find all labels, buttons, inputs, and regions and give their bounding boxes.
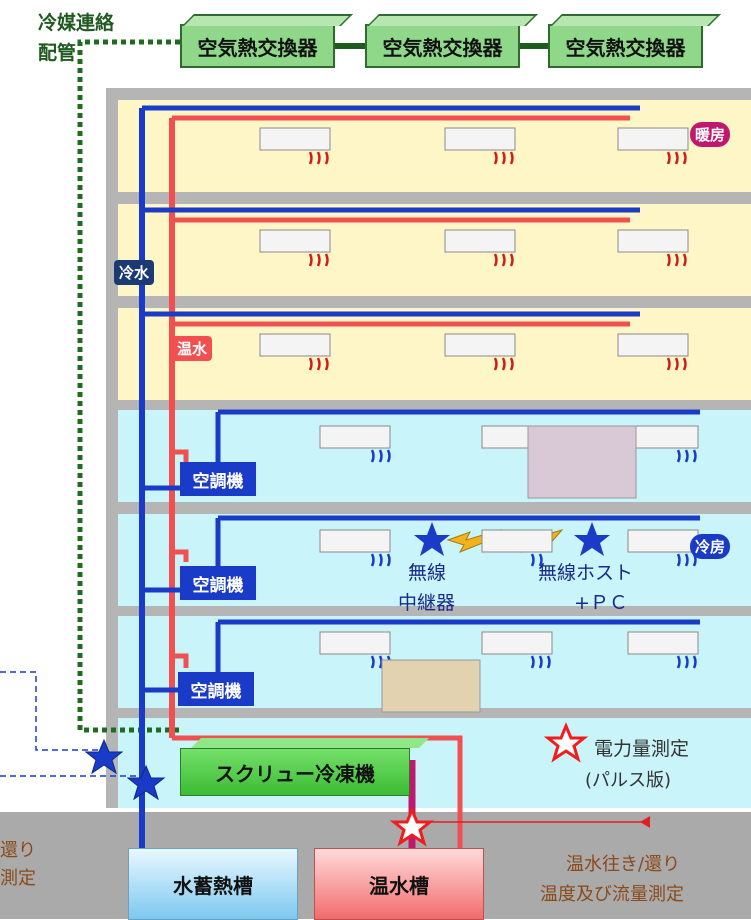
power-star-legend (543, 722, 589, 763)
measure-line-1 (0, 671, 104, 751)
heat-waves (308, 151, 687, 371)
hot-water-tag: 温水 (172, 336, 213, 361)
cooling-branches (142, 409, 700, 693)
screw-chiller: スクリュー冷凍機 (180, 748, 410, 796)
power-legend-line1: 電力量測定 (594, 738, 690, 760)
meeting-room-photo (527, 425, 637, 499)
repeater-label-line1: 無線 (408, 562, 447, 584)
heat-exchanger-3: 空気熱交換器 (548, 24, 703, 68)
indoor-units (259, 127, 699, 655)
cooling-tag: 冷房 (690, 534, 731, 559)
air-handler-2: 空調機 (180, 566, 256, 600)
host-label-line1: 無線ホスト (538, 562, 634, 584)
hot-water-tank: 温水槽 (314, 848, 484, 920)
repeater-label-line2: 中継器 (398, 592, 456, 614)
cold-water-tag: 冷水 (114, 260, 155, 285)
chiller-top (191, 738, 429, 748)
refrigerant-pipe (77, 39, 180, 733)
conference-photo (381, 659, 481, 713)
right-note-line2: 温度及び流量測定 (540, 884, 684, 905)
heating-branches (142, 105, 640, 327)
host-star (574, 522, 610, 556)
right-note-line1: 温水往き/還り (566, 854, 681, 875)
heat-exchanger-1: 空気熱交換器 (180, 24, 335, 68)
air-handler-1: 空調機 (180, 462, 256, 496)
power-legend-line2: (パルス版) (585, 770, 672, 791)
repeater-star (414, 522, 450, 556)
water-storage-tank: 水蓄熱槽 (128, 848, 298, 920)
left-note-line2: 測定 (0, 868, 36, 889)
heating-tag: 暖房 (690, 122, 731, 147)
air-handler-3: 空調機 (178, 672, 254, 706)
measure-star-2 (126, 764, 166, 801)
refrigerant-label-line1: 冷媒連絡 (38, 12, 115, 34)
heat-exchanger-2: 空気熱交換器 (365, 24, 520, 68)
power-star-chiller (389, 806, 435, 847)
host-label-line2: +ＰＣ (574, 592, 628, 614)
measure-star-1 (84, 738, 124, 775)
measure-arrow (640, 816, 650, 828)
left-note-line1: 還り (0, 840, 36, 861)
refrigerant-label-line2: 配管 (38, 42, 77, 64)
cool-waves (370, 449, 697, 669)
